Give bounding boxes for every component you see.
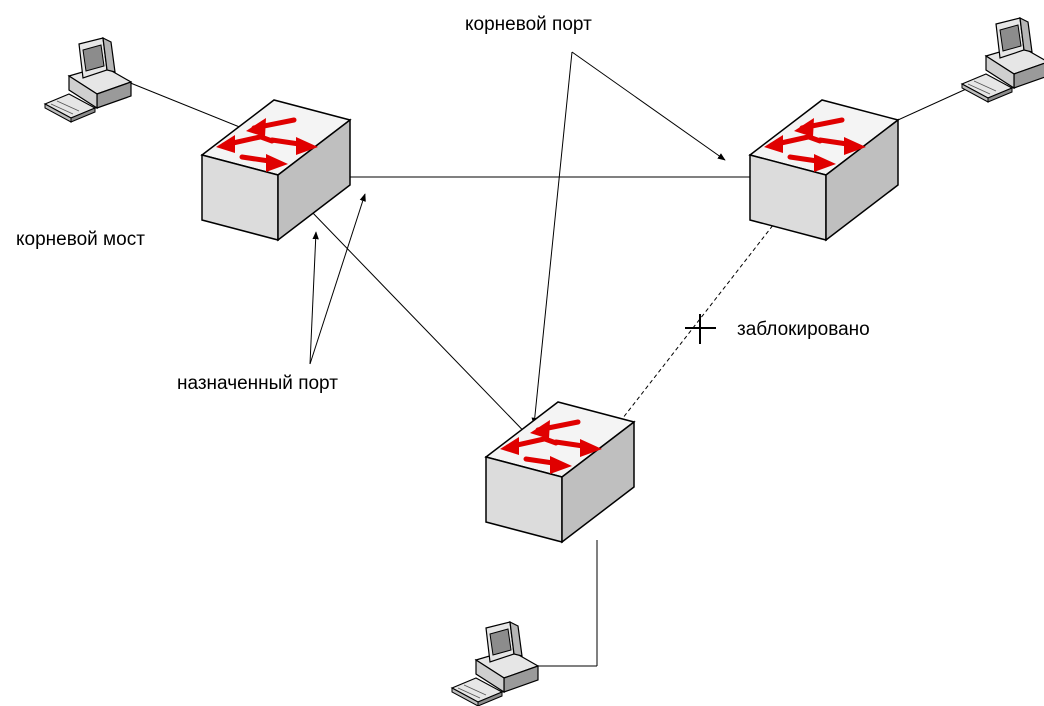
cross-mark-icon <box>685 314 716 344</box>
arrow-root-port-bottom <box>531 51 573 426</box>
annotation-arrows <box>309 51 726 426</box>
label-designated-port: назначенный порт <box>177 373 338 394</box>
switch-icon-bottom <box>486 402 634 542</box>
label-root-bridge: корневой мост <box>16 229 145 250</box>
arrow-root-port-right <box>571 51 726 161</box>
arrow-designated-port-right <box>309 193 366 365</box>
switch-icon-right <box>750 100 898 240</box>
link-pc-left-to-root-bridge <box>127 81 243 129</box>
label-root-port: корневой порт <box>465 14 592 35</box>
arrow-designated-port-left <box>309 231 319 365</box>
link-root-bridge-to-bottom-switch <box>309 209 541 449</box>
computer-icon-bottom <box>451 621 539 706</box>
label-blocked: заблокировано <box>737 319 870 340</box>
network-links <box>127 81 976 667</box>
computer-icon-top-right <box>961 17 1044 103</box>
computer-icon-top-left <box>44 37 132 123</box>
